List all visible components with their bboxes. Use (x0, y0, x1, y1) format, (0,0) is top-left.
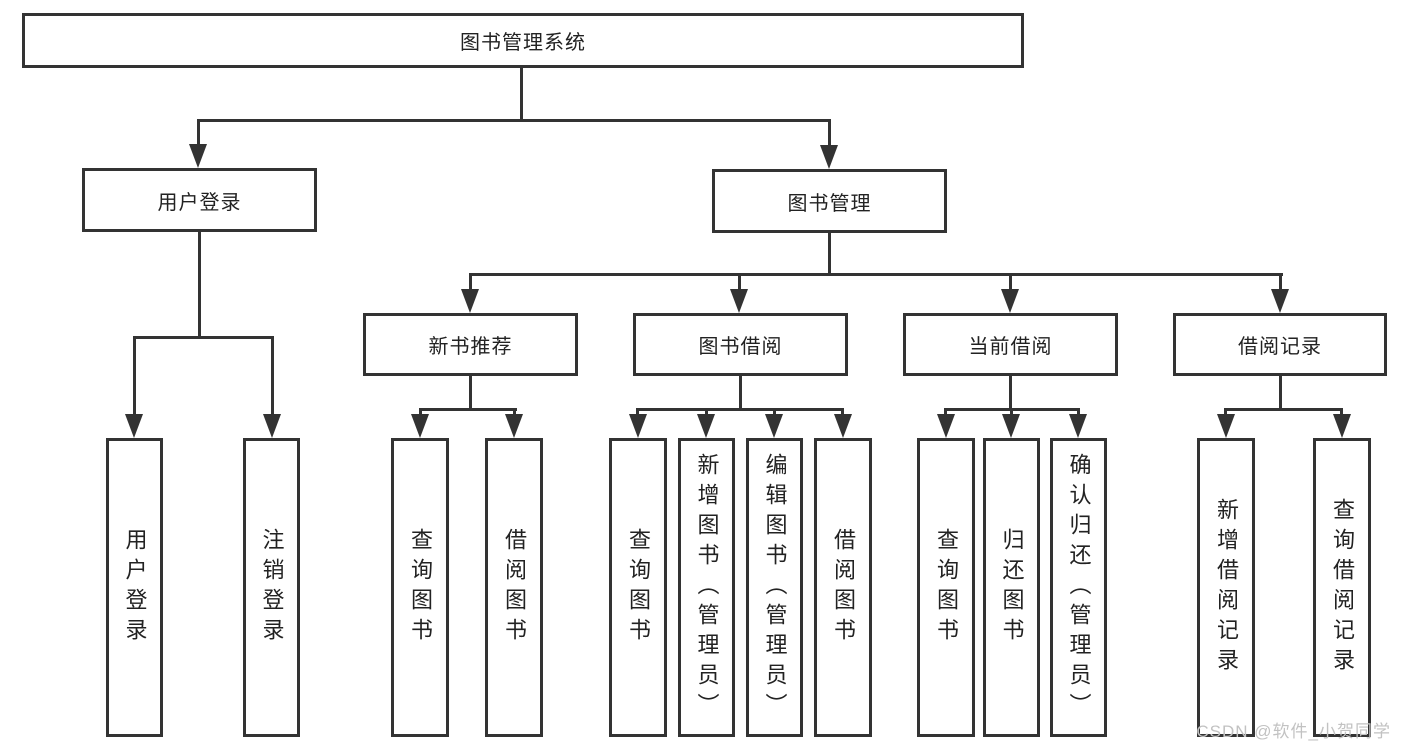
connector-line (133, 336, 274, 339)
connector-line (419, 408, 517, 411)
leaf-label: 查询图书 (934, 527, 959, 648)
arrowhead-down-icon (1001, 289, 1019, 313)
connector-line (1340, 408, 1343, 417)
leaf-label: 确认归还（管理员） (1066, 452, 1092, 723)
connector-line (636, 408, 639, 417)
leaf-label: 用户登录 (122, 527, 148, 648)
node-borrow-records: 借阅记录 (1173, 313, 1387, 376)
node-book-borrow: 图书借阅 (633, 313, 848, 376)
arrowhead-down-icon (765, 414, 783, 438)
connector-line (828, 119, 831, 147)
connector-line (738, 273, 741, 291)
leaf-label: 归还图书 (999, 527, 1025, 648)
leaf-label: 新增图书（管理员） (694, 452, 720, 723)
connector-line (636, 408, 844, 411)
leaf-query-books-current: 查询图书 (917, 438, 975, 737)
arrowhead-down-icon (697, 414, 715, 438)
connector-line (1279, 376, 1282, 411)
arrowhead-down-icon (820, 145, 838, 169)
leaf-logout: 注销登录 (243, 438, 300, 737)
arrowhead-down-icon (189, 144, 207, 168)
connector-line (469, 273, 1283, 276)
leaf-borrow-books-recommend: 借阅图书 (485, 438, 543, 737)
connector-line (1009, 376, 1012, 411)
leaf-label: 查询借阅记录 (1330, 497, 1355, 678)
connector-line (1010, 408, 1013, 417)
leaf-query-borrow-record: 查询借阅记录 (1313, 438, 1371, 737)
connector-line (197, 119, 200, 147)
arrowhead-down-icon (1002, 414, 1020, 438)
connector-line (198, 232, 201, 339)
connector-line (1077, 408, 1080, 417)
leaf-label: 编辑图书（管理员） (762, 452, 788, 723)
leaf-edit-book-admin: 编辑图书（管理员） (746, 438, 803, 737)
node-label: 图书管理 (787, 192, 872, 215)
arrowhead-down-icon (730, 289, 748, 313)
node-label: 用户登录 (157, 191, 242, 214)
node-new-book-recommend: 新书推荐 (363, 313, 578, 376)
arrowhead-down-icon (263, 414, 281, 438)
leaf-label: 借阅图书 (502, 527, 527, 648)
connector-line (1009, 273, 1012, 291)
leaf-user-login: 用户登录 (106, 438, 163, 737)
leaf-label: 查询图书 (408, 527, 433, 648)
arrowhead-down-icon (937, 414, 955, 438)
connector-line (271, 336, 274, 416)
arrowhead-down-icon (629, 414, 647, 438)
node-label: 图书管理系统 (460, 32, 586, 54)
connector-line (469, 273, 472, 291)
node-book-management: 图书管理 (712, 169, 947, 233)
connector-line (944, 408, 947, 417)
connector-line (773, 408, 776, 417)
arrowhead-down-icon (834, 414, 852, 438)
arrowhead-down-icon (1333, 414, 1351, 438)
connector-line (841, 408, 844, 417)
arrowhead-down-icon (1069, 414, 1087, 438)
node-label: 借阅记录 (1238, 336, 1322, 358)
connector-line (739, 376, 742, 411)
connector-line (1279, 273, 1282, 291)
leaf-label: 新增借阅记录 (1214, 497, 1239, 678)
csdn-watermark: CSDN @软件_小贺同学 (1196, 722, 1391, 741)
leaf-label: 注销登录 (259, 527, 285, 648)
connector-line (828, 233, 831, 276)
connector-line (1224, 408, 1342, 411)
node-current-borrow: 当前借阅 (903, 313, 1118, 376)
node-user-login: 用户登录 (82, 168, 317, 232)
arrowhead-down-icon (411, 414, 429, 438)
connector-line (419, 408, 422, 417)
connector-line (513, 408, 516, 417)
leaf-query-books-recommend: 查询图书 (391, 438, 449, 737)
leaf-add-book-admin: 新增图书（管理员） (678, 438, 735, 737)
arrowhead-down-icon (461, 289, 479, 313)
leaf-label: 借阅图书 (831, 527, 856, 648)
connector-line (197, 119, 831, 122)
arrowhead-down-icon (125, 414, 143, 438)
node-label: 图书借阅 (698, 336, 783, 358)
leaf-borrow-books-borrow: 借阅图书 (814, 438, 872, 737)
leaf-label: 查询图书 (626, 527, 651, 648)
node-label: 当前借阅 (968, 336, 1053, 358)
leaf-add-borrow-record: 新增借阅记录 (1197, 438, 1255, 737)
arrowhead-down-icon (505, 414, 523, 438)
connector-line (1224, 408, 1227, 417)
leaf-confirm-return-admin: 确认归还（管理员） (1050, 438, 1107, 737)
connector-line (469, 376, 472, 411)
connector-line (705, 408, 708, 417)
connector-line (133, 336, 136, 416)
node-label: 新书推荐 (428, 336, 513, 358)
node-root-library-system: 图书管理系统 (22, 13, 1024, 68)
leaf-return-book: 归还图书 (983, 438, 1040, 737)
connector-line (520, 68, 523, 122)
arrowhead-down-icon (1271, 289, 1289, 313)
arrowhead-down-icon (1217, 414, 1235, 438)
leaf-query-books-borrow: 查询图书 (609, 438, 667, 737)
